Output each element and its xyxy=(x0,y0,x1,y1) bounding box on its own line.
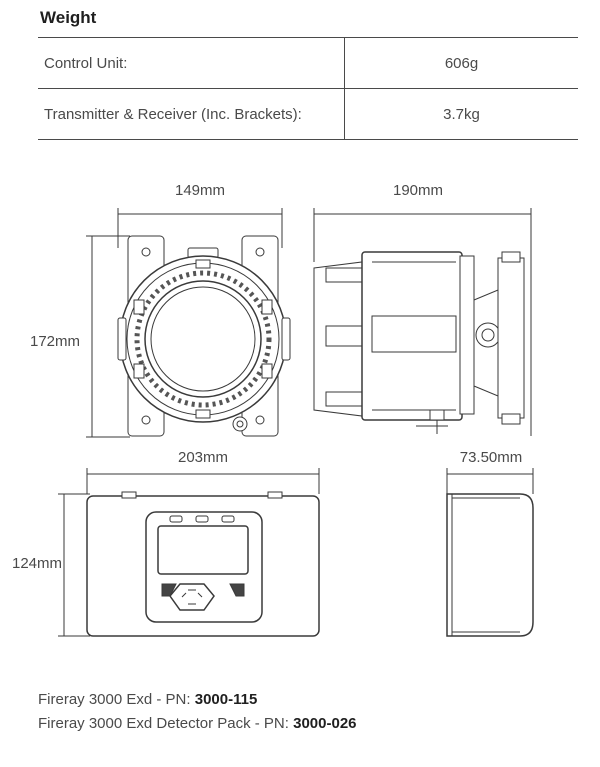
control-unit-front-view xyxy=(58,468,320,637)
part-line: Fireray 3000 Exd - PN: 3000-115 xyxy=(38,688,357,712)
part-numbers: Fireray 3000 Exd - PN: 3000-115 Fireray … xyxy=(38,688,357,736)
control-height-label: 124mm xyxy=(12,555,62,572)
weight-heading: Weight xyxy=(40,8,97,27)
weight-label: Control Unit: xyxy=(38,37,345,89)
control-width-label: 203mm xyxy=(178,449,228,466)
detector-depth-label: 190mm xyxy=(393,182,443,199)
detector-width-label: 149mm xyxy=(175,182,225,199)
part-number: 3000-115 xyxy=(194,691,258,708)
weight-value: 3.7kg xyxy=(344,88,578,140)
detector-height-label: 172mm xyxy=(30,333,80,350)
detector-side-view xyxy=(313,208,532,436)
control-unit-side-view xyxy=(446,468,534,637)
part-number: 3000-026 xyxy=(293,715,357,732)
weight-label: Transmitter & Receiver (Inc. Brackets): xyxy=(38,88,345,140)
weight-table: Control Unit: 606g Transmitter & Receive… xyxy=(38,37,578,140)
weight-value: 606g xyxy=(344,37,578,89)
technical-drawing: 149mm 190mm 172mm 203mm 73.50mm 124mm xyxy=(12,182,534,637)
table-row: Control Unit: 606g xyxy=(38,37,578,89)
part-desc: Fireray 3000 Exd - PN: xyxy=(38,691,195,708)
detector-front-view xyxy=(86,208,291,438)
part-line: Fireray 3000 Exd Detector Pack - PN: 300… xyxy=(38,712,357,736)
table-row: Transmitter & Receiver (Inc. Brackets): … xyxy=(38,88,578,140)
control-depth-label: 73.50mm xyxy=(460,449,523,466)
part-desc: Fireray 3000 Exd Detector Pack - PN: xyxy=(38,715,294,732)
